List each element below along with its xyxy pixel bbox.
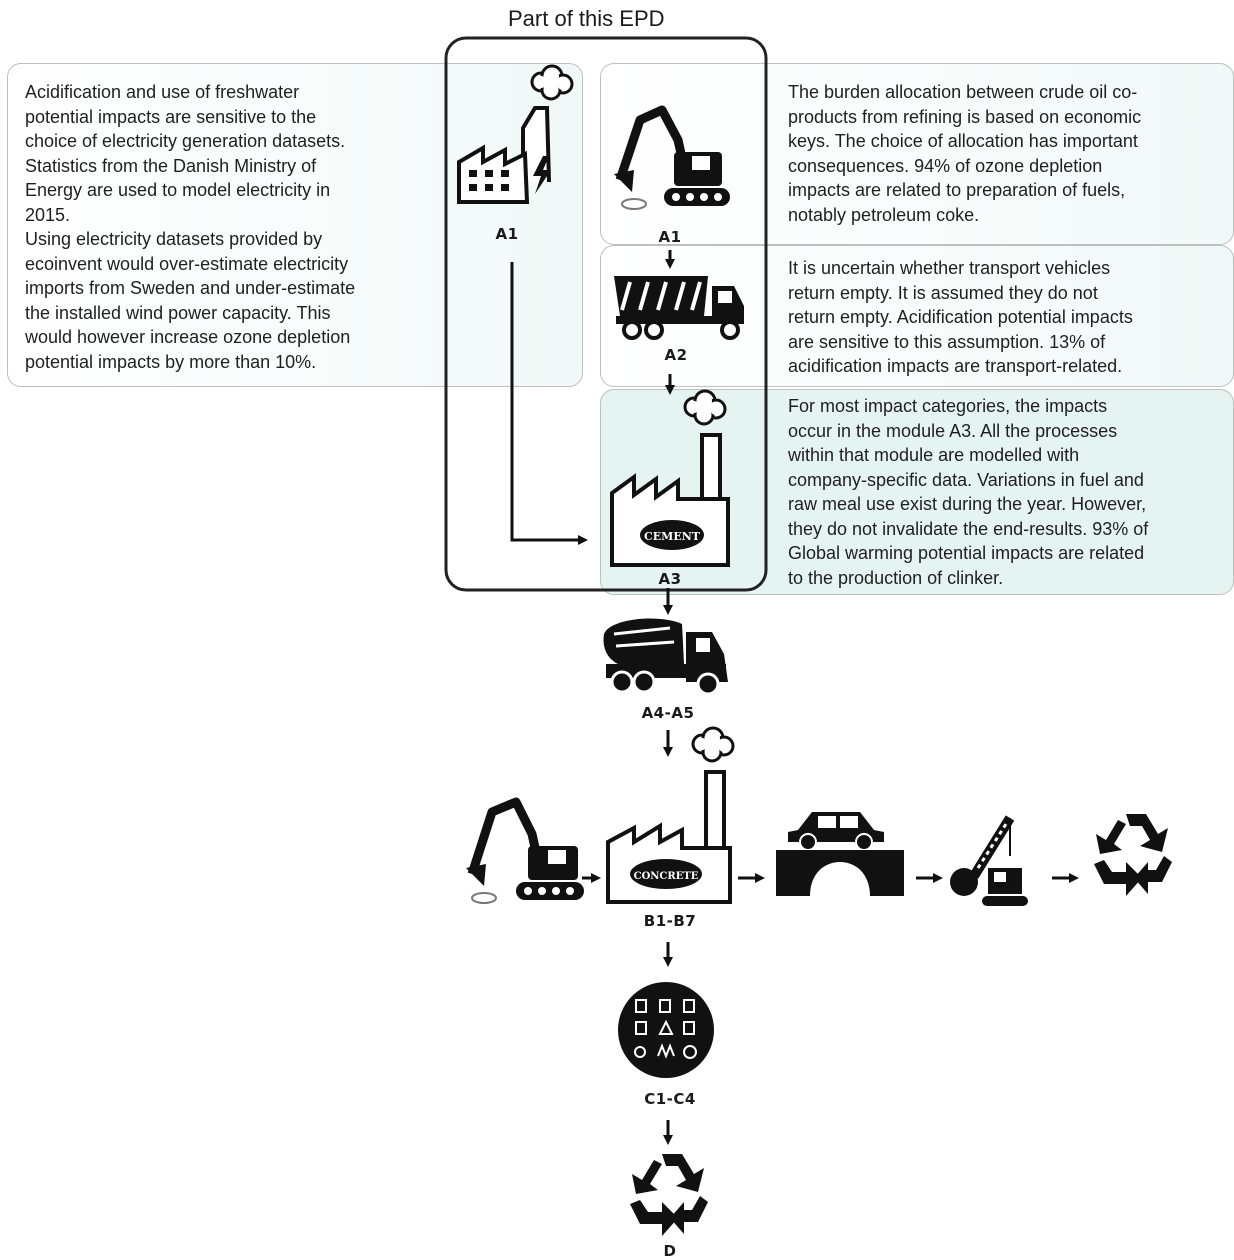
label-a4-a5: A4-A5 (641, 704, 695, 722)
cement-plant-icon: CEMENT (610, 389, 730, 567)
concrete-badge-label: CONCRETE (634, 871, 699, 882)
electricity-factory-icon (457, 64, 574, 204)
a1-right-note-text: The burden allocation between crude oil … (788, 82, 1142, 225)
cement-mixer-truck-icon (603, 618, 728, 696)
a1-left-note-text: Acidification and use of freshwater pote… (25, 82, 356, 372)
electricity-flow-arrow (510, 262, 588, 545)
excavator-icon (614, 105, 730, 210)
a1-left-note-box (7, 63, 583, 387)
epd-scope-title: Part of this EPD (508, 6, 665, 31)
car-bridge-icon (776, 812, 904, 896)
label-b1-b7: B1-B7 (643, 912, 697, 930)
label-c1-c4: C1-C4 (644, 1090, 696, 1108)
recycle-icon (1094, 814, 1172, 896)
epd-scope-frame (444, 36, 768, 592)
cement-badge-label: CEMENT (644, 530, 701, 543)
a2-note-text: It is uncertain whether transport vehicl… (788, 258, 1133, 376)
cement-badge (640, 520, 704, 550)
a3-note-text: For most impact categories, the impacts … (788, 396, 1149, 588)
concrete-plant-icon: CONCRETE (606, 726, 735, 904)
label-a1-excavator: A1 (658, 228, 682, 246)
excavator-icon (466, 797, 584, 904)
label-d: D (663, 1242, 677, 1260)
waste-sorting-icon (618, 982, 714, 1078)
label-a2: A2 (664, 346, 688, 364)
label-a3: A3 (658, 570, 682, 588)
recycle-icon (630, 1154, 708, 1236)
label-a1-factory: A1 (495, 225, 519, 243)
dump-truck-icon (614, 276, 744, 340)
concrete-badge (630, 859, 702, 889)
demolition-crane-icon (950, 815, 1028, 906)
